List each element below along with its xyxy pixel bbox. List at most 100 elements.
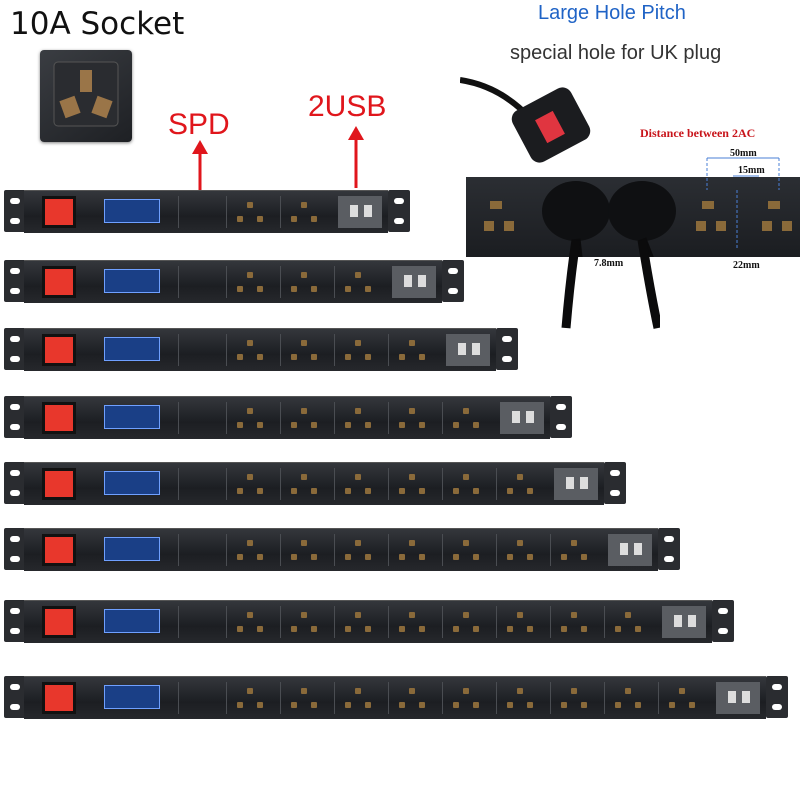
outlet-hole-icon [237,554,243,560]
outlet-hole-icon [615,702,621,708]
uk-plug-icon [460,77,591,163]
usb-port-icon [404,275,412,287]
mounting-hole-icon [10,556,20,562]
spd-module-icon [178,606,227,638]
ac-outlet-icon [280,468,329,500]
mounting-hole-icon [10,490,20,496]
mounting-hole-icon [610,490,620,496]
outlet-hole-icon [409,408,415,414]
ac-outlet-icon [496,468,545,500]
ac-outlet-icon [388,534,437,566]
outlet-hole-icon [635,626,641,632]
measure-7-8mm: 7.8mm [594,258,624,269]
ac-outlet-icon [334,402,383,434]
usb-label: 2USB [308,90,387,123]
outlet-hole-icon [473,626,479,632]
outlet-hole-icon [689,702,695,708]
outlet-hole-icon [527,626,533,632]
outlet-hole-icon [507,626,513,632]
outlet-hole-icon [527,554,533,560]
outlet-hole-icon [291,216,297,222]
ac-outlet-icon [280,402,329,434]
mounting-ear [4,462,26,504]
mounting-hole-icon [10,704,20,710]
outlet-hole-icon [463,408,469,414]
outlet-hole-icon [291,626,297,632]
mounting-hole-icon [664,536,674,542]
spd-arrow-icon [192,140,208,190]
mounting-hole-icon [10,356,20,362]
usb-port-icon [688,615,696,627]
measure-lines-icon [706,157,780,248]
outlet-hole-icon [311,554,317,560]
power-switch-icon [42,682,76,714]
pdu-strip [4,190,412,233]
universal-socket-icon [53,61,119,127]
mounting-ear [4,396,26,438]
socket-title: 10A Socket [10,6,185,42]
outlet-hole-icon [473,422,479,428]
outlet-hole-icon [257,422,263,428]
usb-arrow-icon [348,126,364,188]
outlet-hole-icon [571,540,577,546]
outlet-hole-icon [409,340,415,346]
ac-outlet-icon [226,534,275,566]
ac-outlet-icon [442,402,491,434]
voltmeter-display-icon [104,685,160,709]
outlet-hole-icon [625,688,631,694]
ac-outlet-icon [334,682,383,714]
outlet-hole-icon [355,340,361,346]
mounting-hole-icon [10,198,20,204]
ac-outlet-icon [604,606,653,638]
socket-photo [40,50,132,142]
ac-outlet-icon [226,196,275,228]
voltmeter-display-icon [104,199,160,223]
outlet-hole-icon [301,272,307,278]
outlet-hole-icon [365,626,371,632]
ac-outlet-icon [442,468,491,500]
usb-module-icon [554,468,598,500]
outlet-hole-icon [345,702,351,708]
outlet-hole-icon [301,202,307,208]
usb-port-icon [512,411,520,423]
voltmeter-display-icon [104,405,160,429]
mounting-hole-icon [448,288,458,294]
outlet-hole-icon [355,272,361,278]
measure-15mm: 15mm [738,165,765,176]
pdu-strip [4,676,790,719]
mounting-hole-icon [394,198,404,204]
ac-outlet-icon [388,402,437,434]
outlet-hole-icon [301,408,307,414]
usb-module-icon [446,334,490,366]
outlet-hole-icon [257,626,263,632]
pdu-body [24,600,712,643]
outlet-hole-icon [409,612,415,618]
mounting-hole-icon [772,684,782,690]
outlet-hole-icon [399,554,405,560]
pdu-body [24,396,550,439]
ac-outlet-icon [496,682,545,714]
power-switch-icon [42,468,76,500]
outlet-hole-icon [301,688,307,694]
outlet-hole-icon [517,612,523,618]
mounting-hole-icon [10,404,20,410]
outlet-hole-icon [419,702,425,708]
mounting-hole-icon [10,536,20,542]
outlet-hole-icon [345,488,351,494]
usb-module-icon [500,402,544,434]
usb-port-icon [674,615,682,627]
mounting-hole-icon [10,218,20,224]
pdu-body [24,260,442,303]
power-switch-icon [42,266,76,298]
outlet-hole-icon [345,554,351,560]
ac-outlet-icon [226,606,275,638]
outlet-hole-icon [527,488,533,494]
usb-port-icon [418,275,426,287]
mounting-ear [4,676,26,718]
usb-port-icon [472,343,480,355]
ac-outlet-icon [226,334,275,366]
spd-module-icon [178,682,227,714]
outlet-hole-icon [635,702,641,708]
outlet-hole-icon [311,488,317,494]
pdu-strip [4,600,736,643]
